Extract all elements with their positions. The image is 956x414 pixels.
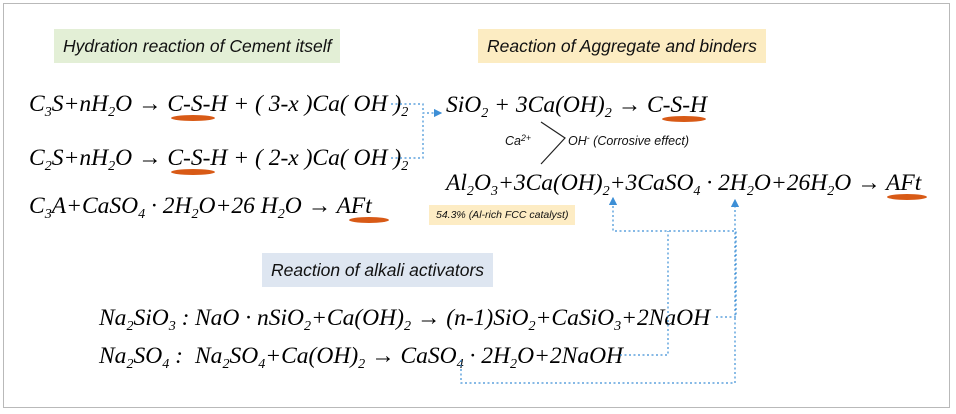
underline-mark [887, 194, 927, 200]
equation-silica-reaction: SiO2 + 3Ca(OH)2 → C-S-H [446, 92, 708, 121]
underline-mark [171, 115, 215, 121]
equation-c3a-hydration: C3A+CaSO4 · 2H2O+26 H2O → AFt [29, 193, 372, 222]
equation-sodium-sulfate-reaction: Na2SO4+Ca(OH)2 → CaSO4 · 2H2O+2NaOH [195, 343, 624, 372]
equation-sodium-silicate-label: Na2SiO3 : [99, 305, 190, 334]
arrow-c2s-to-silica [391, 113, 424, 159]
hydroxide-ion-label: OH- (Corrosive effect) [568, 132, 690, 148]
equation-c3s-hydration: C3S+nH2O → C-S-H + ( 3-x )Ca( OH )2 [29, 91, 409, 120]
arrow-sulfate-to-silicate-link [620, 231, 669, 356]
ion-connector [540, 121, 566, 165]
underline-mark [171, 169, 215, 175]
equation-sodium-silicate-reaction: NaO · nSiO2+Ca(OH)2 → (n-1)SiO2+CaSiO3+2… [195, 305, 711, 334]
header-alkali-activators: Reaction of alkali activators [262, 253, 494, 287]
arrow-sulfate-to-caso4 [460, 198, 740, 384]
arrow-c3s-to-silica [391, 103, 443, 118]
equation-sodium-sulfate-label: Na2SO4 : [99, 343, 183, 372]
al-rich-catalyst-badge: 54.3% (Al-rich FCC catalyst) [429, 205, 576, 225]
underline-mark [662, 116, 706, 122]
calcium-ion-label: Ca2+ [505, 132, 531, 148]
arrow-silicate-to-alumina [608, 196, 737, 318]
figure-frame [3, 3, 950, 408]
header-cement-hydration: Hydration reaction of Cement itself [54, 29, 341, 63]
underline-mark [349, 217, 389, 223]
header-aggregate-binders: Reaction of Aggregate and binders [478, 29, 766, 63]
equation-alumina-reaction: Al2O3+3Ca(OH)2+3CaSO4 · 2H2O+26H2O → AFt [446, 170, 922, 199]
equation-c2s-hydration: C2S+nH2O → C-S-H + ( 2-x )Ca( OH )2 [29, 145, 409, 174]
